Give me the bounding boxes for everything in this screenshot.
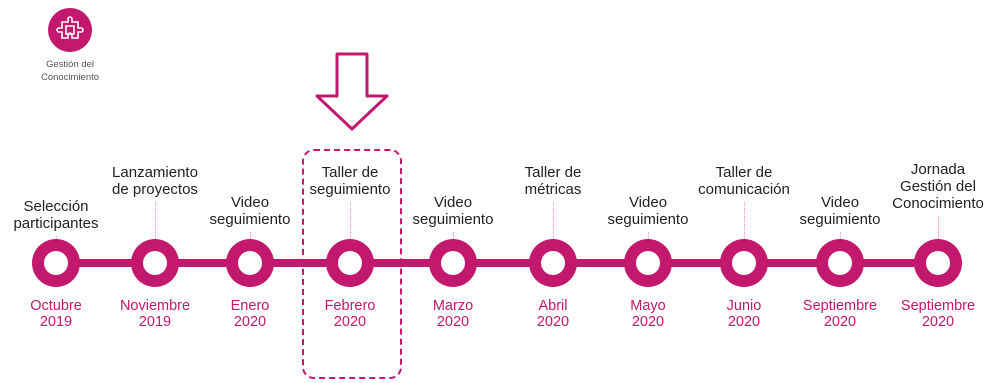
- timeline-connector: [938, 216, 939, 239]
- timeline-connector: [744, 202, 745, 239]
- timeline-event-label: Video seguimiento: [799, 194, 881, 228]
- timeline-event-label: Video seguimiento: [209, 194, 291, 228]
- timeline-date-label: Octubre 2019: [30, 298, 82, 330]
- timeline-connector: [350, 202, 351, 239]
- timeline-event-label: Taller de seguimiento: [309, 164, 391, 198]
- timeline-date-label: Enero 2020: [230, 298, 270, 330]
- timeline-date-label: Septiembre 2020: [900, 298, 976, 330]
- timeline-event-label: Lanzamiento de proyectos: [112, 164, 198, 198]
- timeline-date-label: Abril 2020: [536, 298, 570, 330]
- timeline-date-label: Marzo 2020: [432, 298, 474, 330]
- timeline-date-label: Mayo 2020: [630, 298, 666, 330]
- timeline-event-label: Video seguimiento: [412, 194, 494, 228]
- timeline-node: [326, 239, 374, 287]
- timeline-event-label: Jornada Gestión del Conocimiento: [892, 161, 984, 212]
- timeline-event-label: Selección participantes: [13, 198, 99, 232]
- timeline-event-label: Taller de comunicación: [698, 164, 790, 198]
- timeline-connector: [453, 232, 454, 239]
- timeline-node: [429, 239, 477, 287]
- puzzle-icon: [48, 8, 92, 52]
- timeline-connector: [155, 202, 156, 239]
- timeline-node: [529, 239, 577, 287]
- timeline-node: [816, 239, 864, 287]
- timeline-connector: [56, 236, 57, 239]
- timeline-node: [32, 239, 80, 287]
- highlight-box: [302, 149, 402, 379]
- timeline-connector: [553, 202, 554, 239]
- timeline-node: [131, 239, 179, 287]
- timeline-connector: [648, 232, 649, 239]
- timeline-event-label: Taller de métricas: [524, 164, 582, 198]
- timeline-node: [624, 239, 672, 287]
- timeline-line: [40, 259, 940, 267]
- timeline-event-label: Video seguimiento: [607, 194, 689, 228]
- timeline-date-label: Febrero 2020: [324, 298, 376, 330]
- down-arrow-icon: [315, 52, 389, 131]
- timeline-node: [226, 239, 274, 287]
- timeline-connector: [250, 232, 251, 239]
- timeline-date-label: Noviembre 2019: [119, 298, 191, 330]
- logo-text: Gestión del Conocimiento: [40, 59, 100, 83]
- timeline-date-label: Septiembre 2020: [802, 298, 878, 330]
- timeline-connector: [840, 232, 841, 239]
- timeline-node: [720, 239, 768, 287]
- timeline-date-label: Junio 2020: [726, 298, 762, 330]
- logo: Gestión del Conocimiento: [30, 8, 110, 84]
- timeline-node: [914, 239, 962, 287]
